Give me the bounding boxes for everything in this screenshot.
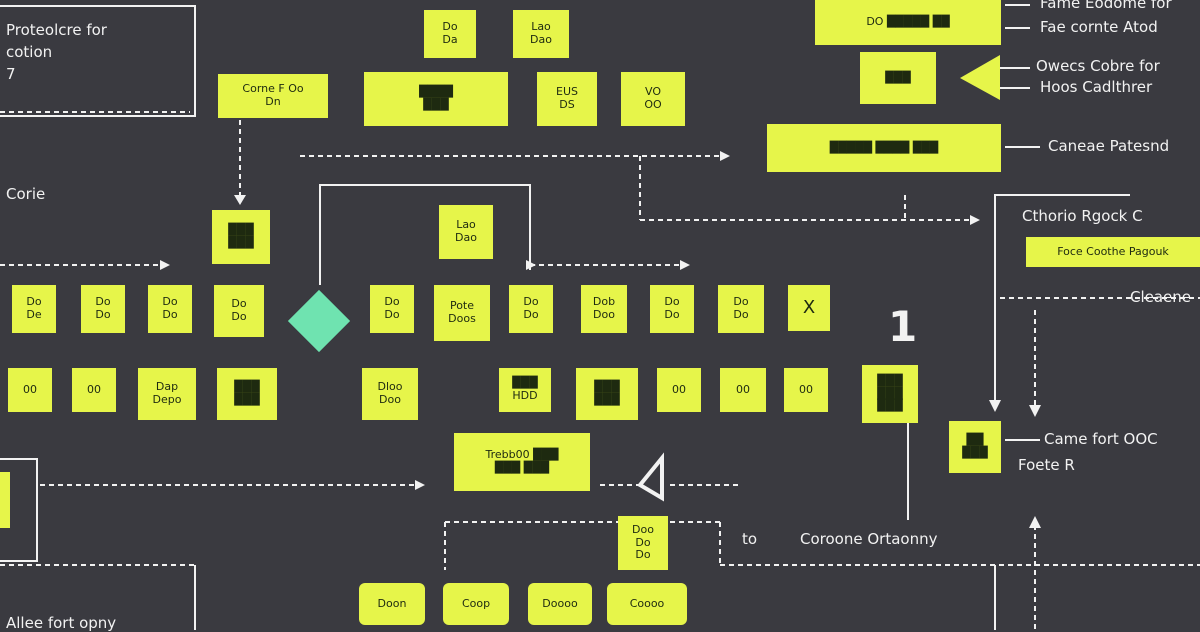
- top-left-frame: [0, 5, 196, 117]
- node-row2-7[interactable]: ███ ███: [576, 368, 638, 420]
- bottom-left-frame: [0, 458, 38, 562]
- right-label-5: Caneae Patesnd: [1048, 137, 1170, 155]
- right-label-9: Foete R: [1018, 456, 1075, 474]
- connector-line: [994, 194, 1130, 410]
- node-row2-3[interactable]: Dap Depo: [138, 368, 196, 420]
- node-row2-5[interactable]: Dloo Doo: [362, 368, 418, 420]
- node-right-mid[interactable]: ██ ███: [949, 421, 1001, 473]
- one-glyph: 1: [888, 302, 918, 351]
- node-center-step[interactable]: Lao Dao: [439, 205, 493, 259]
- node-right-box-2[interactable]: ███: [860, 52, 936, 104]
- node-right-stack[interactable]: ███ ███ ███: [862, 365, 918, 423]
- node-x[interactable]: X: [788, 285, 830, 331]
- node-center-small[interactable]: Doo Do Do: [618, 516, 668, 570]
- node-left-step[interactable]: ███ ███: [212, 210, 270, 264]
- node-row1-2[interactable]: Do Do: [81, 285, 125, 333]
- right-label-7: Cleaene: [1130, 288, 1192, 306]
- right-label-2: Fae cornte Atod: [1040, 18, 1158, 36]
- arrowhead: [970, 215, 980, 225]
- node-row1-1[interactable]: Do De: [12, 285, 56, 333]
- bottom-left-label: Allee fort opny: [6, 614, 117, 632]
- triangle-marker: [960, 55, 1000, 100]
- node-top-a[interactable]: Do Da: [424, 10, 476, 58]
- node-row1-6[interactable]: Pote Doos: [434, 285, 490, 341]
- node-mid-a[interactable]: ████ ███: [364, 72, 508, 126]
- connector-line: [319, 184, 531, 285]
- arrowhead: [415, 480, 425, 490]
- arrowhead: [1029, 405, 1041, 417]
- node-row2-2[interactable]: 00: [72, 368, 116, 412]
- top-left-title: Proteolcre for cotion 7: [6, 21, 107, 83]
- node-row1-9[interactable]: Do Do: [650, 285, 694, 333]
- bottom-right-label: Coroone Ortaonny: [800, 530, 938, 548]
- node-foe-caotic[interactable]: Foce Coothe Pagouk: [1026, 237, 1200, 267]
- node-bottom-1[interactable]: Doon: [359, 583, 425, 625]
- bottom-to-label: to: [742, 530, 758, 548]
- node-row1-3[interactable]: Do Do: [148, 285, 192, 333]
- arrowhead: [526, 260, 536, 270]
- node-mid-b[interactable]: EUS DS: [537, 72, 597, 126]
- left-core-label: Corie: [6, 185, 46, 203]
- node-row1-10[interactable]: Do Do: [718, 285, 764, 333]
- node-left-edge[interactable]: [0, 472, 10, 528]
- triangle-marker: [636, 452, 664, 502]
- node-row2-1[interactable]: 00: [8, 368, 52, 412]
- arrowhead: [989, 400, 1001, 412]
- node-top-b[interactable]: Lao Dao: [513, 10, 569, 58]
- node-mid-c[interactable]: VO OO: [621, 72, 685, 126]
- right-label-6: Cthorio Rgock C: [1022, 207, 1143, 225]
- node-wide-box[interactable]: █████ ████ ███: [767, 124, 1001, 172]
- node-row2-6[interactable]: ███ HDD: [499, 368, 551, 412]
- node-row1-4[interactable]: Do Do: [214, 285, 264, 337]
- node-row2-4[interactable]: ███ ███: [217, 368, 277, 420]
- node-bottom-3[interactable]: Doooo: [528, 583, 592, 625]
- node-row1-5[interactable]: Do Do: [370, 285, 414, 333]
- arrowhead: [234, 195, 246, 205]
- arrowhead: [720, 151, 730, 161]
- node-row2-8[interactable]: 00: [657, 368, 701, 412]
- node-row1-7[interactable]: Do Do: [509, 285, 553, 333]
- right-label-1: Fame Eodome for: [1040, 0, 1172, 12]
- node-row2-10[interactable]: 00: [784, 368, 828, 412]
- arrowhead: [160, 260, 170, 270]
- right-label-4: Hoos Cadlthrer: [1040, 78, 1153, 96]
- arrowhead: [680, 260, 690, 270]
- node-bottom-4[interactable]: Coooo: [607, 583, 687, 625]
- node-right-box-1[interactable]: DO █████ ██: [815, 0, 1001, 45]
- node-bottom-2[interactable]: Coop: [443, 583, 509, 625]
- right-label-8: Came fort OOC: [1044, 430, 1158, 448]
- arrowhead: [1029, 516, 1041, 528]
- node-row1-8[interactable]: Dob Doo: [581, 285, 627, 333]
- node-row2-9[interactable]: 00: [720, 368, 766, 412]
- node-corne[interactable]: Corne F Oo Dn: [218, 74, 328, 118]
- right-label-3: Owecs Cobre for: [1036, 57, 1160, 75]
- node-center-big[interactable]: Trebb00 ███ ███ ███: [454, 433, 590, 491]
